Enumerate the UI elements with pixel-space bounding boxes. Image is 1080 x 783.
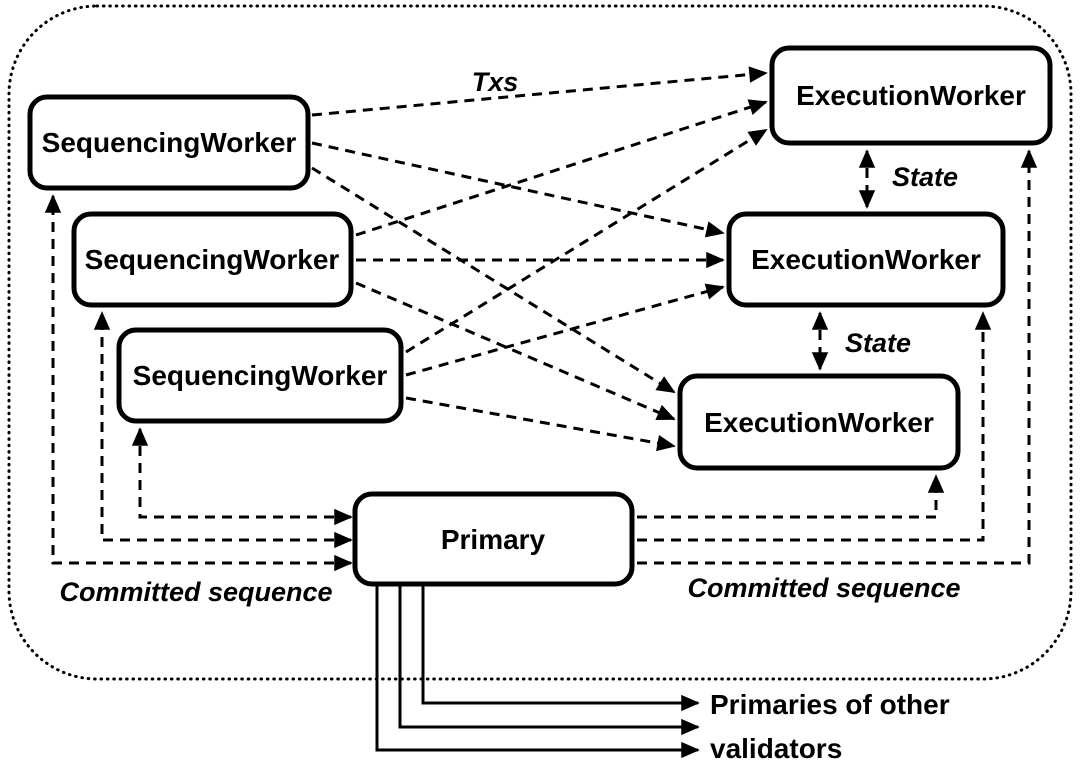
txs-arrow-sw1-ew1 bbox=[311, 66, 768, 117]
execution-worker-label-3: ExecutionWorker bbox=[704, 407, 934, 438]
external-primary-arrows bbox=[375, 586, 700, 759]
txs-arrow-sw1-ew3 bbox=[311, 166, 676, 394]
state-label-bottom: State bbox=[845, 328, 911, 358]
txs-arrow-sw2-ew1 bbox=[355, 99, 768, 237]
external-arrow-3 bbox=[421, 586, 700, 712]
external-primaries-label-line1: Primaries of other bbox=[710, 689, 950, 720]
external-primaries-label-line2: validators bbox=[710, 733, 842, 764]
txs-arrows bbox=[311, 66, 768, 452]
committed-sequence-right-label: Committed sequence bbox=[687, 573, 960, 603]
execution-worker-2: ExecutionWorker bbox=[726, 211, 1006, 308]
sequencing-worker-box-1 bbox=[27, 94, 311, 191]
state-label-top: State bbox=[892, 162, 958, 192]
committed-sequence-left-label: Committed sequence bbox=[59, 577, 332, 607]
committed-arrow-primary-sw2 bbox=[93, 311, 353, 549]
external-arrow-1 bbox=[375, 586, 700, 759]
txs-arrow-sw3-ew2 bbox=[405, 283, 725, 377]
primary: Primary bbox=[352, 491, 635, 587]
sequencing-worker-2: SequencingWorker bbox=[71, 211, 354, 308]
txs-arrow-sw3-ew3 bbox=[405, 396, 676, 452]
validator-boundary bbox=[7, 4, 1073, 681]
primary-label: Primary bbox=[441, 524, 546, 555]
committed-sequence-right-arrows bbox=[637, 149, 1038, 565]
txs-arrow-sw1-ew2 bbox=[311, 141, 725, 238]
sequencing-worker-1: SequencingWorker bbox=[27, 94, 311, 191]
committed-arrow-primary-sw1 bbox=[44, 194, 353, 572]
txs-label: Txs bbox=[472, 67, 519, 97]
committed-arrow-primary-ew3 bbox=[637, 474, 945, 519]
execution-worker-box-3 bbox=[677, 373, 961, 471]
state-arrows bbox=[811, 149, 876, 371]
sequencing-worker-label-3: SequencingWorker bbox=[133, 360, 388, 391]
committed-arrow-primary-ew2 bbox=[637, 311, 992, 542]
execution-worker-3: ExecutionWorker bbox=[677, 373, 961, 471]
committed-arrow-primary-sw3 bbox=[131, 427, 353, 526]
sequencing-worker-box-3 bbox=[116, 327, 404, 424]
execution-worker-label-2: ExecutionWorker bbox=[751, 244, 981, 275]
sequencing-worker-box-2 bbox=[71, 211, 354, 308]
primary-box bbox=[352, 491, 635, 587]
external-arrow-2 bbox=[398, 586, 700, 736]
sequencing-worker-label-2: SequencingWorker bbox=[85, 244, 340, 275]
sequencing-worker-3: SequencingWorker bbox=[116, 327, 404, 424]
execution-worker-box-1 bbox=[769, 45, 1053, 146]
execution-worker-box-2 bbox=[726, 211, 1006, 308]
committed-sequence-left-arrows bbox=[44, 194, 353, 572]
execution-worker-label-1: ExecutionWorker bbox=[796, 80, 1026, 111]
txs-arrow-sw2-ew3 bbox=[355, 281, 676, 421]
sequencing-worker-label-1: SequencingWorker bbox=[42, 127, 297, 158]
txs-arrow-sw3-ew1 bbox=[405, 128, 768, 354]
committed-arrow-primary-ew1 bbox=[637, 149, 1038, 565]
execution-worker-1: ExecutionWorker bbox=[769, 45, 1053, 146]
